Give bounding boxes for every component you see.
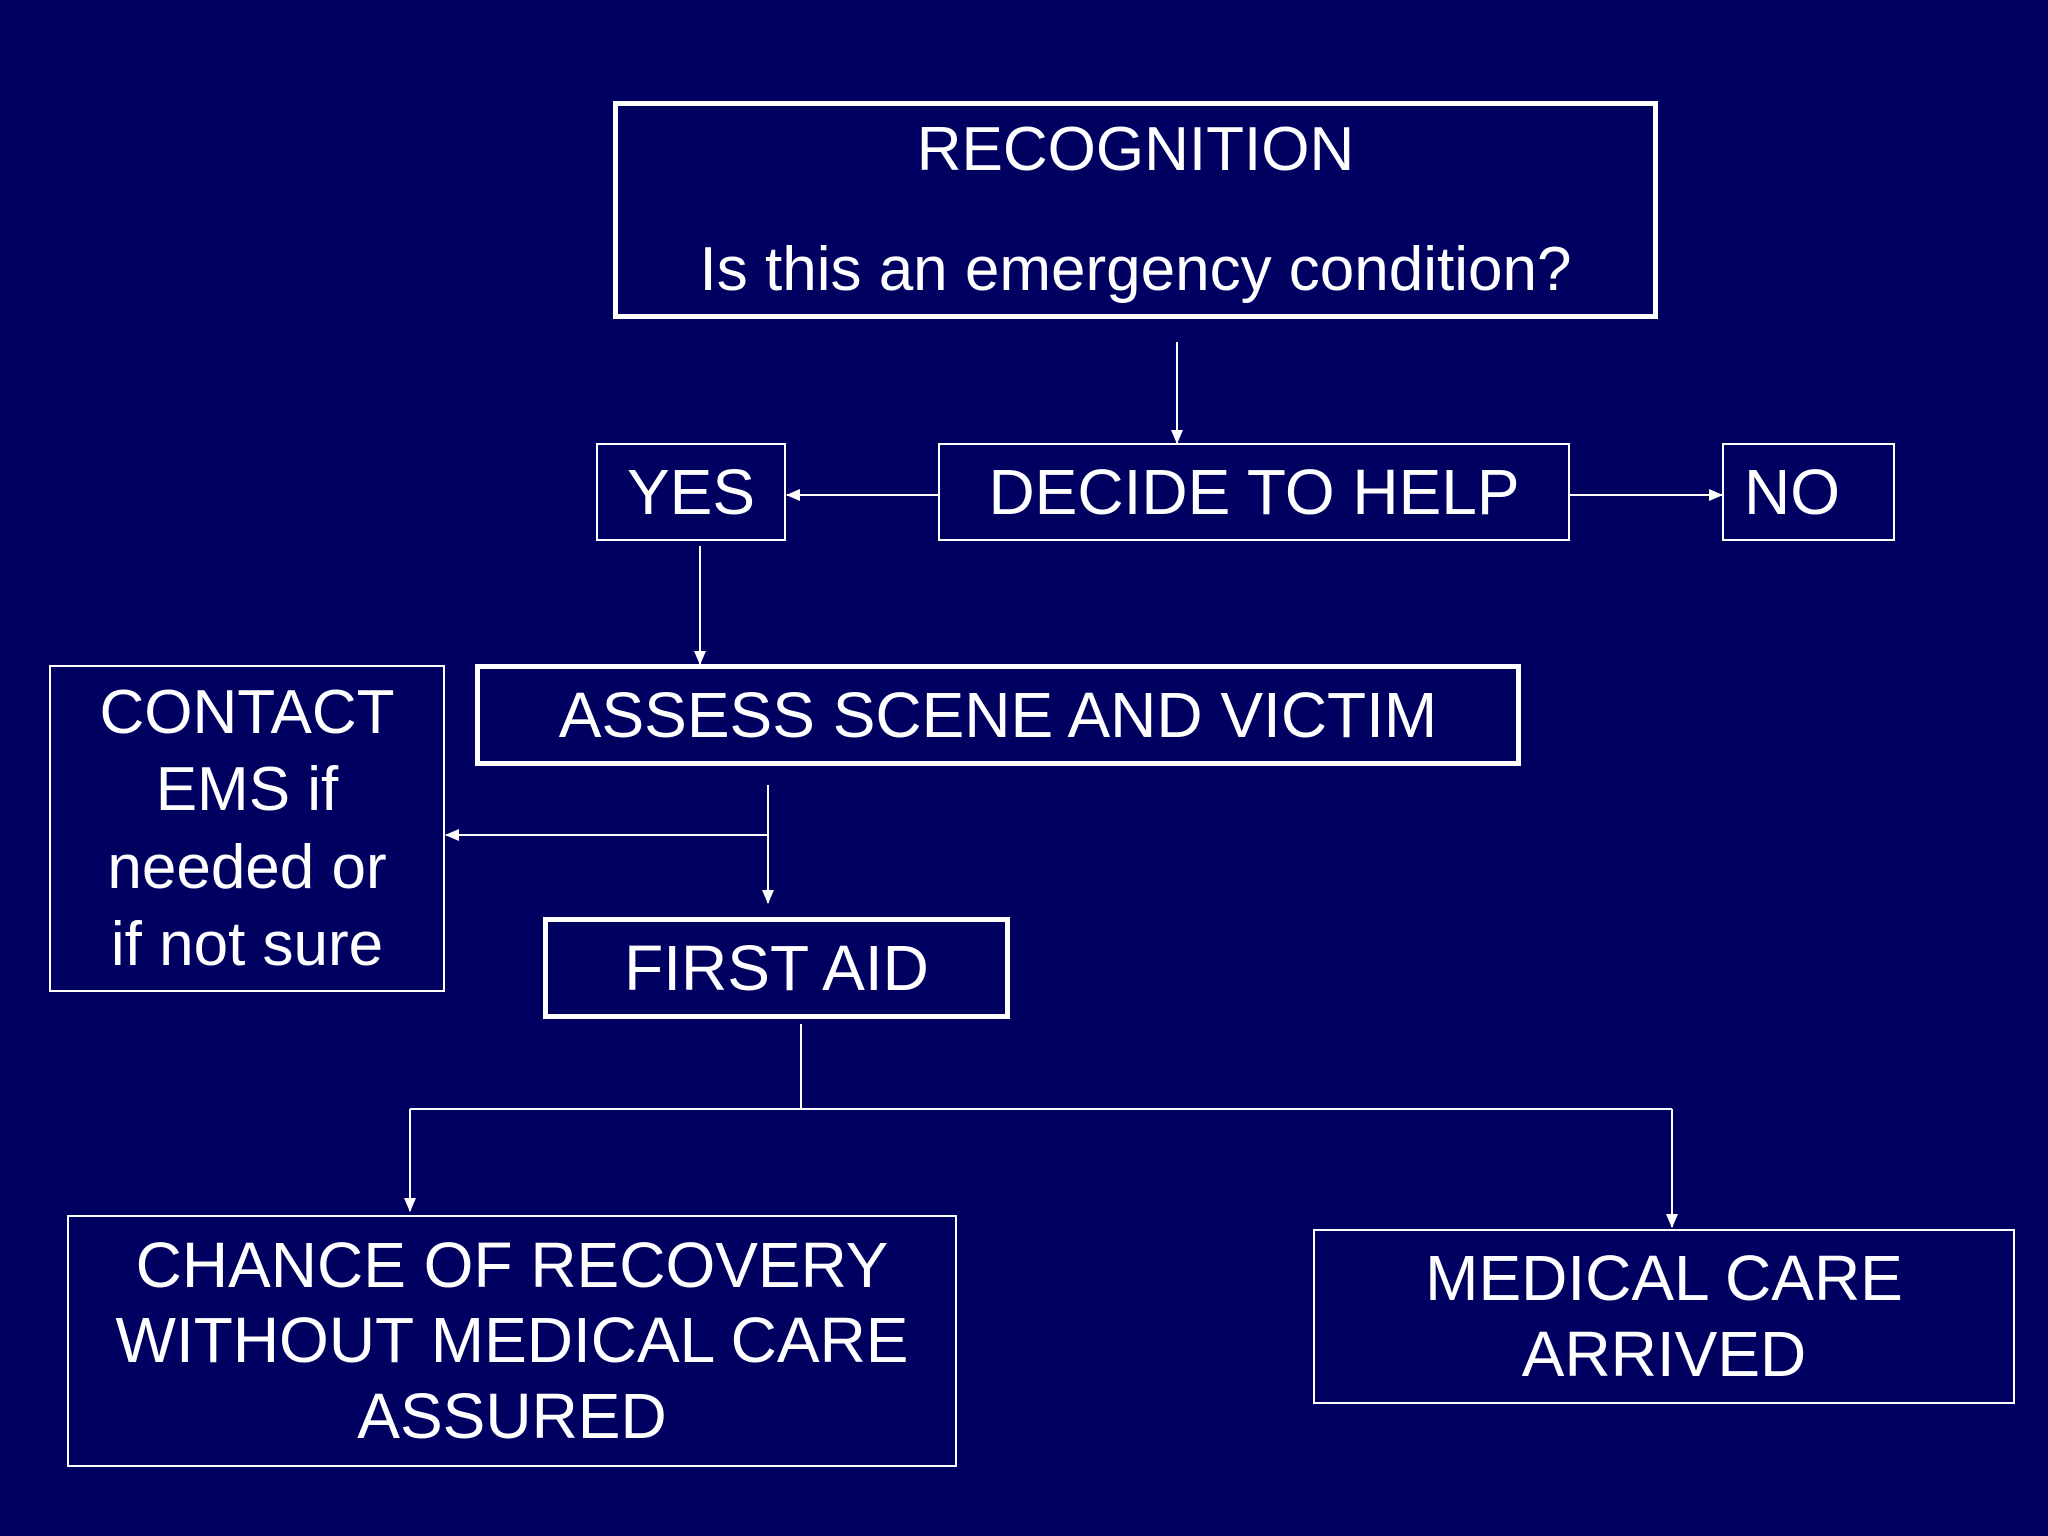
contact-line-2: EMS if [155, 755, 339, 824]
recovery-box: CHANCE OF RECOVERY WITHOUT MEDICAL CARE … [67, 1215, 957, 1467]
recognition-box: RECOGNITION Is this an emergency conditi… [613, 101, 1658, 319]
no-box: NO [1722, 443, 1895, 541]
first-aid-box: FIRST AID [543, 917, 1010, 1019]
decide-to-help-label: DECIDE TO HELP [988, 456, 1520, 528]
first-aid-label: FIRST AID [624, 932, 929, 1004]
contact-ems-box: CONTACT EMS if needed or if not sure [49, 665, 445, 992]
yes-label: YES [626, 456, 756, 528]
assess-scene-box: ASSESS SCENE AND VICTIM [475, 664, 1521, 766]
medical-care-line-2: ARRIVED [1521, 1317, 1807, 1390]
recognition-question: Is this an emergency condition? [699, 235, 1572, 304]
medical-care-line-1: MEDICAL CARE [1425, 1241, 1903, 1314]
decide-to-help-box: DECIDE TO HELP [938, 443, 1570, 541]
recognition-title: RECOGNITION [916, 114, 1355, 184]
recovery-line-1: CHANCE OF RECOVERY [135, 1228, 889, 1301]
no-label: NO [1744, 456, 1840, 528]
contact-line-3: needed or [107, 832, 387, 902]
assess-scene-label: ASSESS SCENE AND VICTIM [558, 679, 1438, 751]
medical-care-box: MEDICAL CARE ARRIVED [1313, 1229, 2015, 1404]
yes-box: YES [596, 443, 786, 541]
contact-line-4: if not sure [110, 910, 384, 979]
contact-line-1: CONTACT [99, 677, 395, 747]
recovery-line-3: ASSURED [357, 1379, 667, 1452]
recovery-line-2: WITHOUT MEDICAL CARE [115, 1304, 909, 1377]
